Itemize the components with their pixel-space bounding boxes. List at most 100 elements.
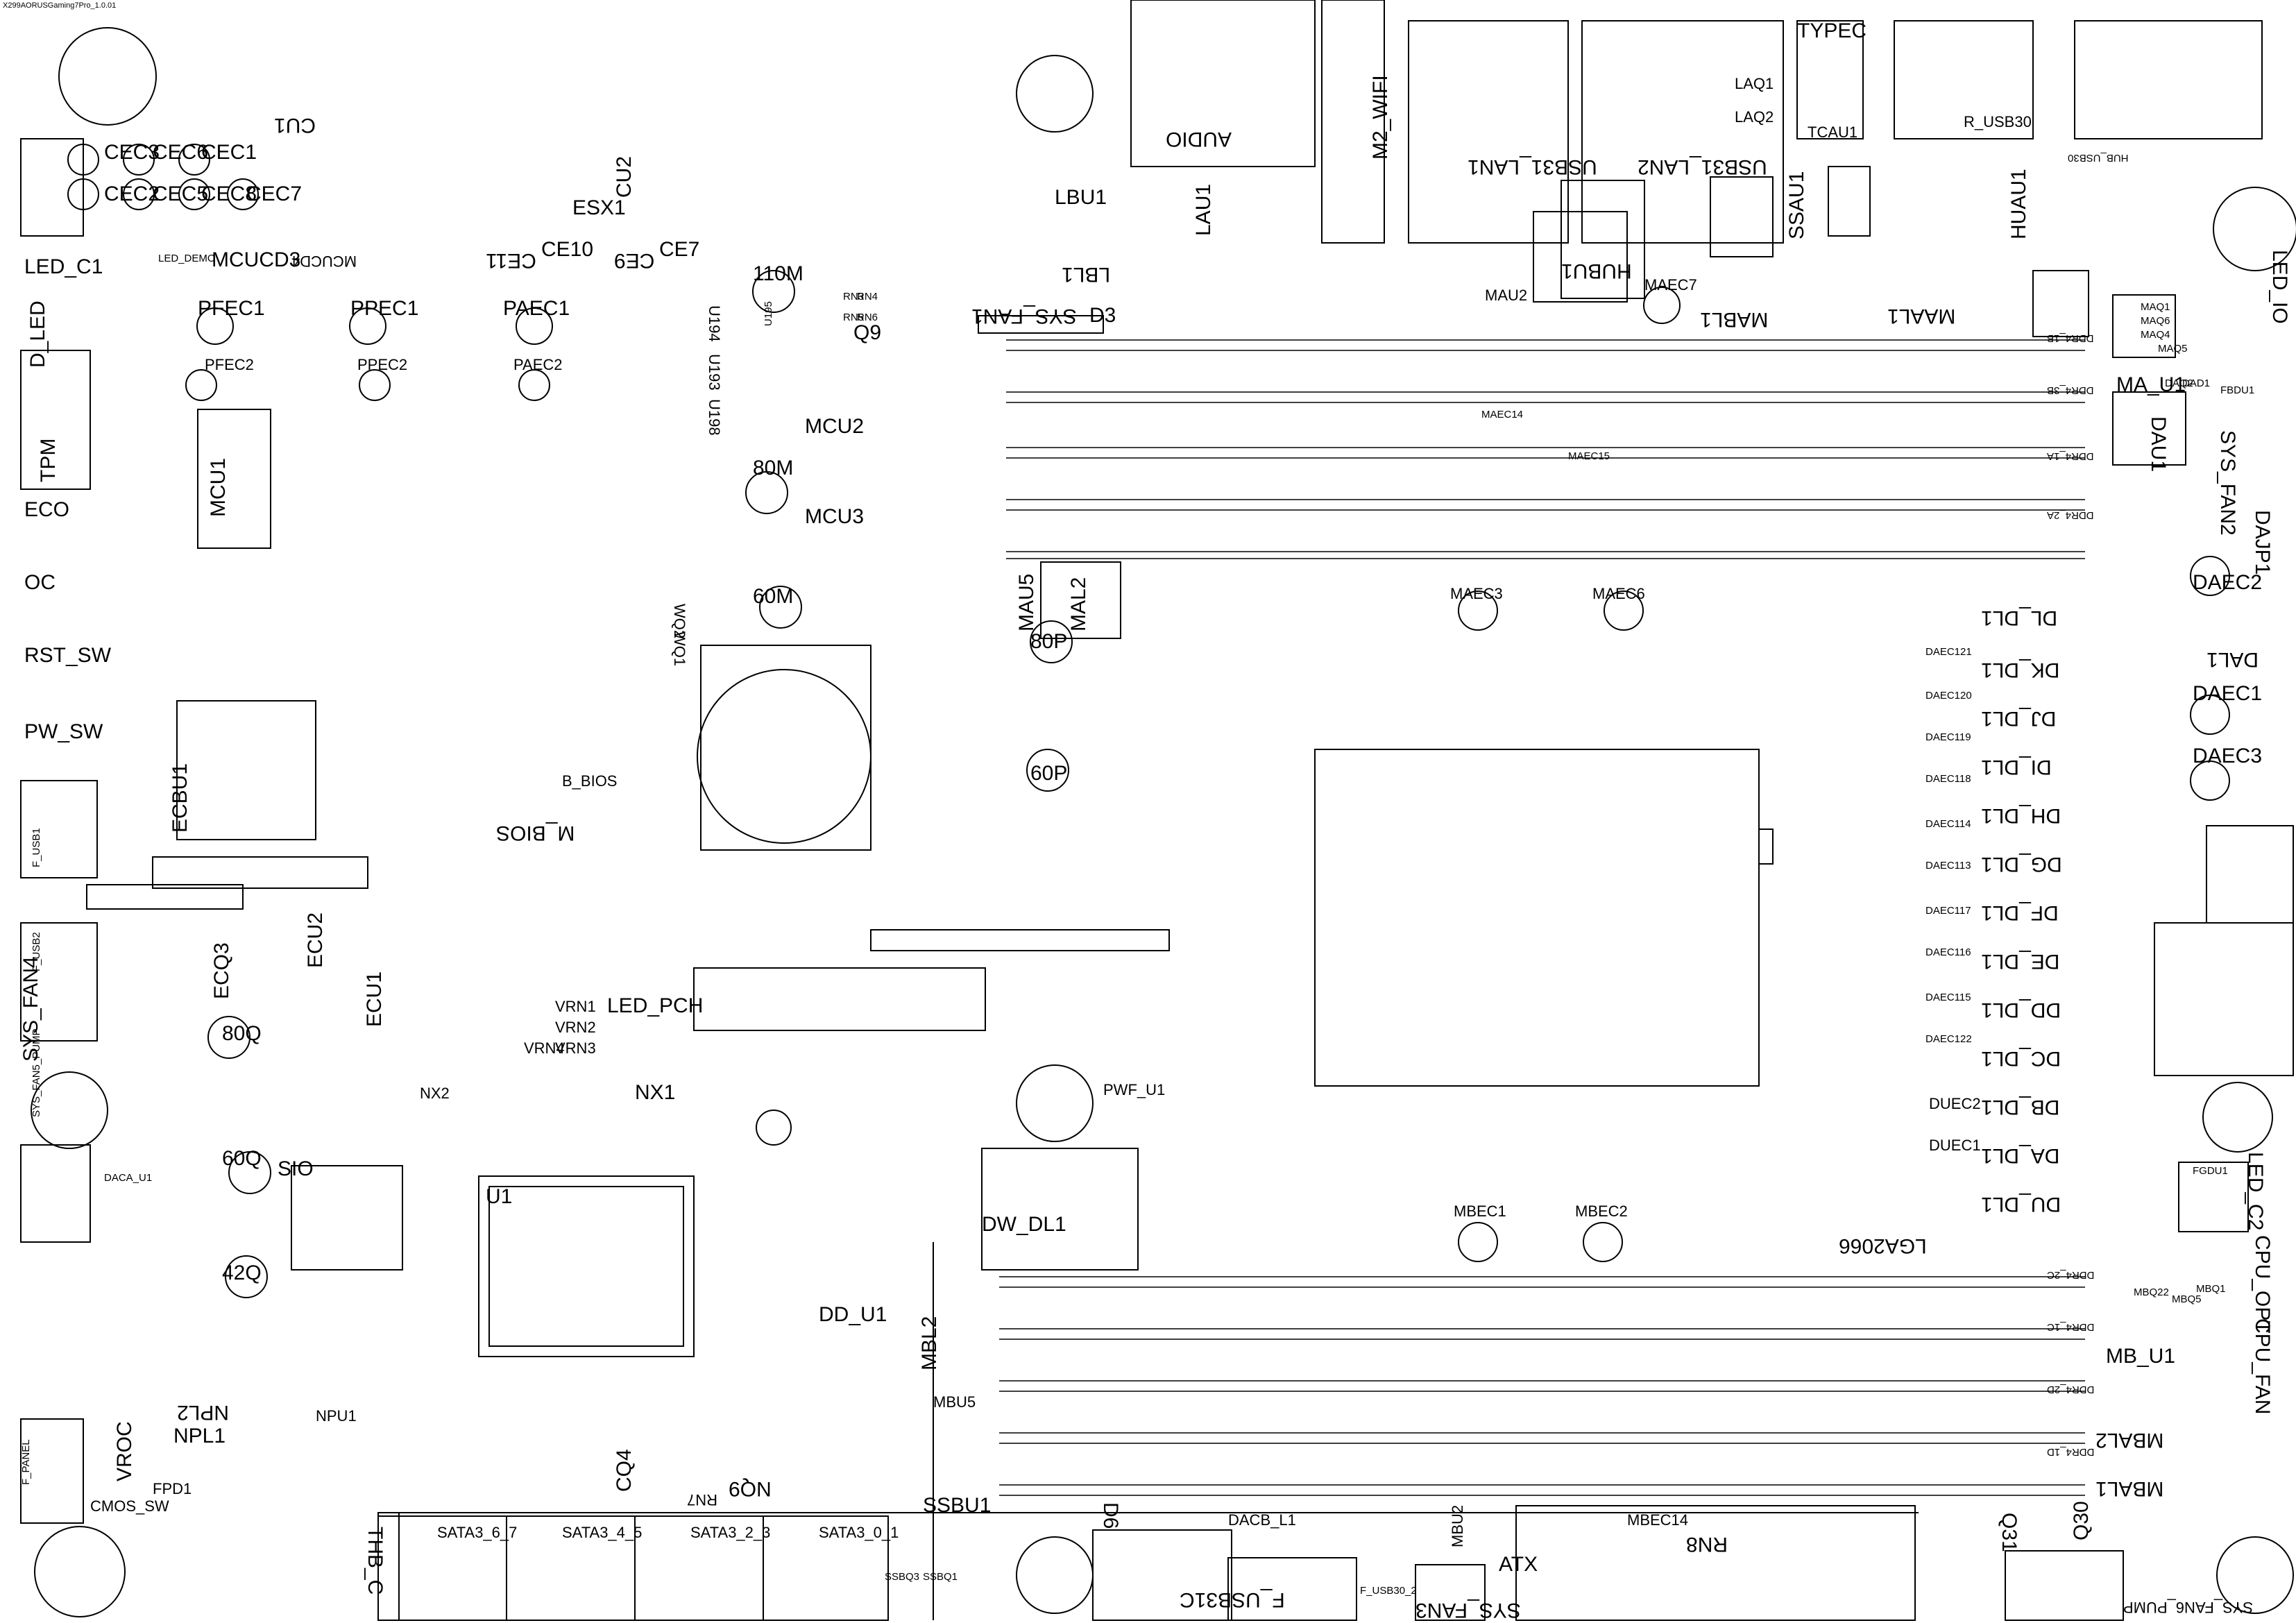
label-ddr4-2a: DDR4_2A bbox=[2047, 509, 2094, 521]
label-rn3: RN3 bbox=[843, 291, 865, 303]
usb30-port bbox=[1894, 20, 2034, 139]
label-mcucd3: MCUCD3 bbox=[212, 248, 301, 271]
cpu-socket-outline bbox=[1314, 749, 1760, 1087]
label-dj-dl1: DJ_DL1 bbox=[1981, 707, 2057, 730]
label-paec1: PAEC1 bbox=[503, 297, 570, 320]
atx-connector bbox=[1515, 1505, 1916, 1621]
label-q30: Q30 bbox=[2070, 1501, 2093, 1540]
label-daec113: DAEC113 bbox=[1925, 860, 1971, 872]
label-oc: OC bbox=[24, 571, 56, 594]
label-npl2: NPL2 bbox=[177, 1401, 230, 1424]
label-usb31-lan2: USB31_LAN2 bbox=[1638, 155, 1767, 178]
label-led-c1: LED_C1 bbox=[24, 255, 103, 278]
label-duec2: DUEC2 bbox=[1929, 1095, 1981, 1112]
label-q31: Q31 bbox=[1998, 1513, 2021, 1552]
label-vroc: VROC bbox=[113, 1421, 136, 1481]
label-rn8: RN8 bbox=[1686, 1533, 1728, 1556]
label-dajp1: DAJP1 bbox=[2251, 510, 2274, 575]
label-ecu1: ECU1 bbox=[363, 971, 386, 1027]
label-fgdu1: FGDU1 bbox=[2193, 1165, 2228, 1177]
label-maec14: MAEC14 bbox=[1481, 409, 1524, 420]
label-sys-fan3: SYS_FAN3 bbox=[1415, 1599, 1521, 1622]
label-led-c2: LED_C2 bbox=[2244, 1152, 2267, 1231]
pch-outline bbox=[478, 1175, 695, 1357]
label-daec2: DAEC2 bbox=[2193, 571, 2263, 594]
label-cec7: CEC7 bbox=[246, 182, 303, 205]
label-mcu2: MCU2 bbox=[805, 415, 865, 438]
label-mbu2: MBU2 bbox=[1449, 1504, 1466, 1547]
m2-wifi-slot bbox=[1321, 0, 1385, 244]
label-rst-sw: RST_SW bbox=[24, 644, 112, 667]
label-cu2: CU2 bbox=[613, 155, 636, 198]
label-usb31-lan1: USB31_LAN1 bbox=[1468, 155, 1597, 178]
label-cec6: CEC6 bbox=[153, 141, 209, 164]
label-maq1: MAQ1 bbox=[2141, 301, 2170, 313]
label-b-bios: B_BIOS bbox=[562, 772, 618, 790]
label-audio: AUDIO bbox=[1166, 128, 1232, 151]
label-rn5: RN5 bbox=[843, 312, 865, 323]
label-huau1: HUAU1 bbox=[2007, 169, 2030, 239]
label-60p: 60P bbox=[1030, 762, 1068, 785]
label-lga2066: LGA2066 bbox=[1839, 1234, 1927, 1257]
label-mbq1: MBQ1 bbox=[2196, 1283, 2226, 1295]
label-ssbq1: SSBQ1 bbox=[923, 1571, 958, 1583]
label-mbec1: MBEC1 bbox=[1454, 1203, 1506, 1220]
label-maec15: MAEC15 bbox=[1568, 450, 1610, 462]
label-f-usb1: F_USB1 bbox=[31, 828, 42, 867]
label-tpm: TPM bbox=[37, 438, 60, 482]
label-lau1: LAU1 bbox=[1192, 183, 1215, 236]
label-ce11: CE11 bbox=[486, 249, 536, 272]
label-pw-sw: PW_SW bbox=[24, 720, 103, 743]
label-rn4: RN4 bbox=[857, 291, 878, 303]
label-df-dl1: DF_DL1 bbox=[1981, 901, 2059, 924]
label-ddr4-3b: DDR4_3B bbox=[2047, 384, 2094, 396]
label-80p: 80P bbox=[1030, 630, 1068, 653]
usb-lan1-port bbox=[1408, 20, 1569, 244]
label-eco: ECO bbox=[24, 498, 70, 521]
label-wq1: WQ1 bbox=[671, 631, 688, 667]
label-cmos-sw: CMOS_SW bbox=[90, 1497, 169, 1515]
mount-hole-top-left bbox=[58, 27, 157, 126]
label-mau2: MAU2 bbox=[1485, 287, 1528, 304]
label-daec122: DAEC122 bbox=[1925, 1033, 1972, 1045]
label-dl-dl1: DL_DL1 bbox=[1981, 606, 2058, 629]
label-ddr4-1b: DDR4_1B bbox=[2047, 332, 2094, 344]
label-atx: ATX bbox=[1499, 1553, 1538, 1576]
label-sata3-4-5: SATA3_4_5 bbox=[562, 1524, 643, 1541]
label-duec1: DUEC1 bbox=[1929, 1137, 1981, 1154]
label-laq2: LAQ2 bbox=[1735, 108, 1774, 126]
label-mbl2: MBL2 bbox=[918, 1316, 941, 1370]
label-d3: D3 bbox=[1089, 304, 1116, 327]
label-ce10: CE10 bbox=[541, 238, 594, 261]
label-ssau1: SSAU1 bbox=[1785, 171, 1808, 239]
label-daec118: DAEC118 bbox=[1925, 773, 1971, 785]
label-pfec2: PFEC2 bbox=[205, 356, 254, 373]
label-nx1: NX1 bbox=[635, 1081, 676, 1104]
label-42q: 42Q bbox=[222, 1261, 262, 1284]
label-rn6: RN6 bbox=[857, 312, 878, 323]
label-60q: 60Q bbox=[222, 1147, 262, 1170]
label-daq2: DAQ2 bbox=[2165, 377, 2193, 389]
label-ce7: CE7 bbox=[659, 238, 700, 261]
document-header: X299AORUSGaming7Pro_1.0.01 bbox=[3, 1, 117, 10]
label-nx2: NX2 bbox=[420, 1085, 450, 1102]
label-dal1: DAL1 bbox=[2206, 648, 2259, 671]
label-ce9: CE9 bbox=[614, 249, 655, 272]
label-mabl1: MABL1 bbox=[1700, 308, 1769, 331]
label-typec: TYPEC bbox=[1797, 19, 1867, 42]
label-mbal1: MBAL1 bbox=[2095, 1477, 2164, 1500]
label-dd-u1: DD_U1 bbox=[819, 1303, 887, 1326]
label-vrn3: VRN3 bbox=[555, 1039, 596, 1057]
label-mbq5: MBQ5 bbox=[2172, 1293, 2202, 1305]
label-d-led: D_LED bbox=[26, 300, 49, 368]
label-u195: U195 bbox=[763, 301, 774, 326]
label-npu1: NPU1 bbox=[316, 1407, 357, 1425]
label-cq4: CQ4 bbox=[613, 1449, 636, 1492]
label-daec114: DAEC114 bbox=[1925, 818, 1971, 830]
label-tcau1: TCAU1 bbox=[1808, 124, 1858, 141]
label-cec3: CEC3 bbox=[104, 141, 160, 164]
label-f-panel: F_PANEL bbox=[20, 1439, 32, 1485]
label-mcu3: MCU3 bbox=[805, 505, 865, 528]
label-ecu2: ECU2 bbox=[304, 912, 327, 968]
